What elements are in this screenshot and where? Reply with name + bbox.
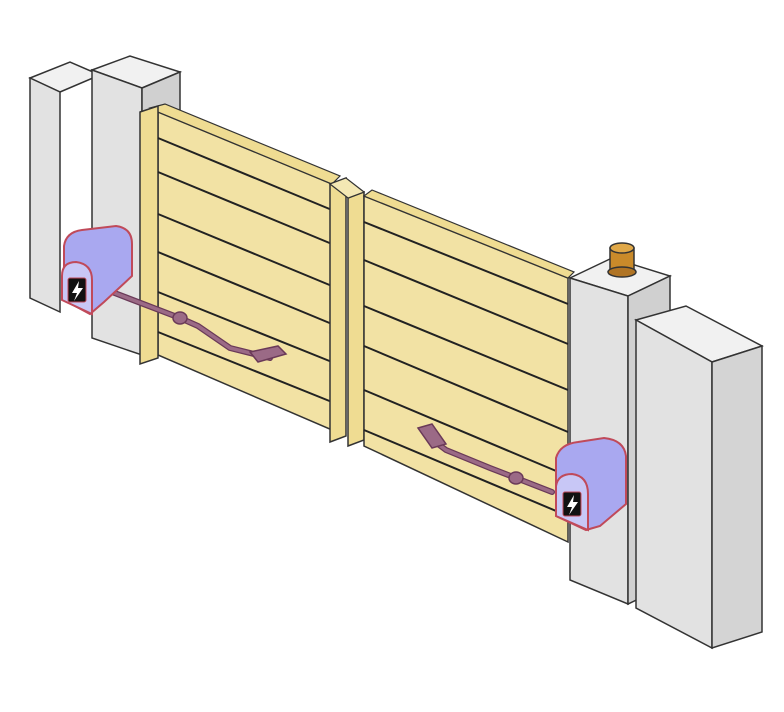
left-pillar-inner-front [91, 68, 143, 357]
gate-motor-icon [72, 281, 83, 301]
left-gate-leaf [139, 103, 342, 432]
center-stiles [328, 176, 366, 448]
left-leaf-panel [157, 110, 333, 432]
warning-lamp-top [609, 242, 635, 254]
warning-lamp-base [607, 266, 637, 278]
right-gate-leaf [362, 189, 576, 544]
left-pillar-outer [28, 61, 102, 314]
right-leaf-end-stile [347, 190, 365, 448]
gate-motor-icon [567, 495, 578, 515]
right-pillar-outer-front [635, 318, 713, 650]
left-pillar-outer-front [29, 76, 61, 314]
right-leaf-planks [363, 221, 569, 517]
left-leaf-planks [157, 137, 333, 403]
right-arm-joint [508, 471, 524, 485]
left-arm-joint [172, 311, 188, 325]
right-leaf-panel [363, 194, 569, 544]
left-leaf-end-stile [329, 176, 347, 444]
right-leaf-top-rail [362, 189, 576, 279]
warning-lamp [607, 242, 637, 278]
left-leaf-stile [139, 104, 159, 366]
right-gate-motor [555, 436, 627, 532]
left-motor-arm [109, 289, 288, 363]
right-arm-bracket [416, 423, 448, 449]
left-gate-motor [61, 224, 133, 316]
center-stile-top [328, 177, 366, 199]
right-motor-arm [416, 423, 555, 495]
left-arm-bracket [248, 345, 288, 363]
right-pillar-outer [634, 305, 764, 650]
right-pillar-outer-side [711, 344, 763, 650]
